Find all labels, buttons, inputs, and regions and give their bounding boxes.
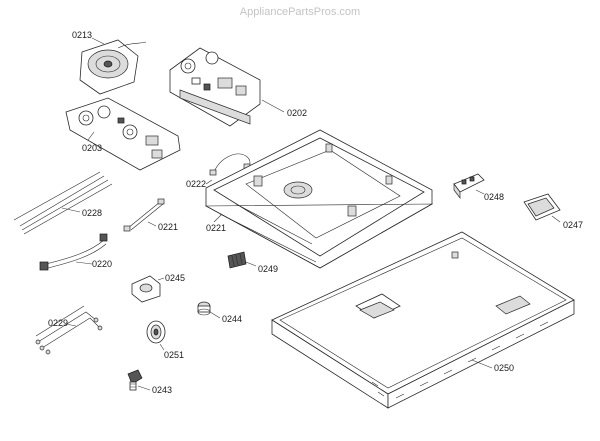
label-0229: 0229 — [48, 318, 68, 328]
part-0249-connector[interactable] — [227, 251, 257, 269]
part-0247-plate[interactable] — [523, 193, 561, 223]
label-0221-wire: 0221 — [158, 222, 178, 232]
label-0244: 0244 — [222, 314, 242, 324]
part-0248-bracket[interactable] — [453, 173, 485, 200]
label-0250: 0250 — [494, 363, 514, 373]
label-0249: 0249 — [258, 264, 278, 274]
part-0244-grommet[interactable] — [197, 301, 221, 319]
part-0202-power-board[interactable] — [169, 47, 285, 127]
label-0213: 0213 — [72, 30, 92, 40]
label-0221-top: 0221 — [206, 223, 226, 233]
part-0229-sensor-wires[interactable] — [35, 305, 103, 355]
label-0222: 0222 — [186, 179, 206, 189]
part-0251-knob[interactable] — [146, 320, 166, 351]
label-0245: 0245 — [165, 273, 185, 283]
part-0213-fan[interactable] — [79, 37, 147, 95]
label-0202: 0202 — [287, 108, 307, 118]
label-0247: 0247 — [563, 220, 583, 230]
label-0203: 0203 — [82, 143, 102, 153]
part-0221-wire[interactable] — [123, 198, 165, 232]
part-0221-housing-tray[interactable] — [204, 129, 434, 269]
part-0250-bottom-housing[interactable] — [271, 231, 575, 409]
part-0228-cable-bundle[interactable] — [13, 171, 113, 235]
label-0248: 0248 — [484, 192, 504, 202]
part-0203-control-board[interactable] — [65, 97, 181, 171]
part-0220-ribbon-cable[interactable] — [39, 233, 108, 271]
label-0243: 0243 — [152, 385, 172, 395]
label-0228: 0228 — [82, 208, 102, 218]
part-0245-sensor-clip[interactable] — [131, 275, 165, 303]
part-0243-fastener[interactable] — [127, 369, 151, 391]
watermark-text: AppliancePartsPros.com — [240, 6, 360, 18]
label-0220: 0220 — [92, 259, 112, 269]
label-0251: 0251 — [164, 350, 184, 360]
